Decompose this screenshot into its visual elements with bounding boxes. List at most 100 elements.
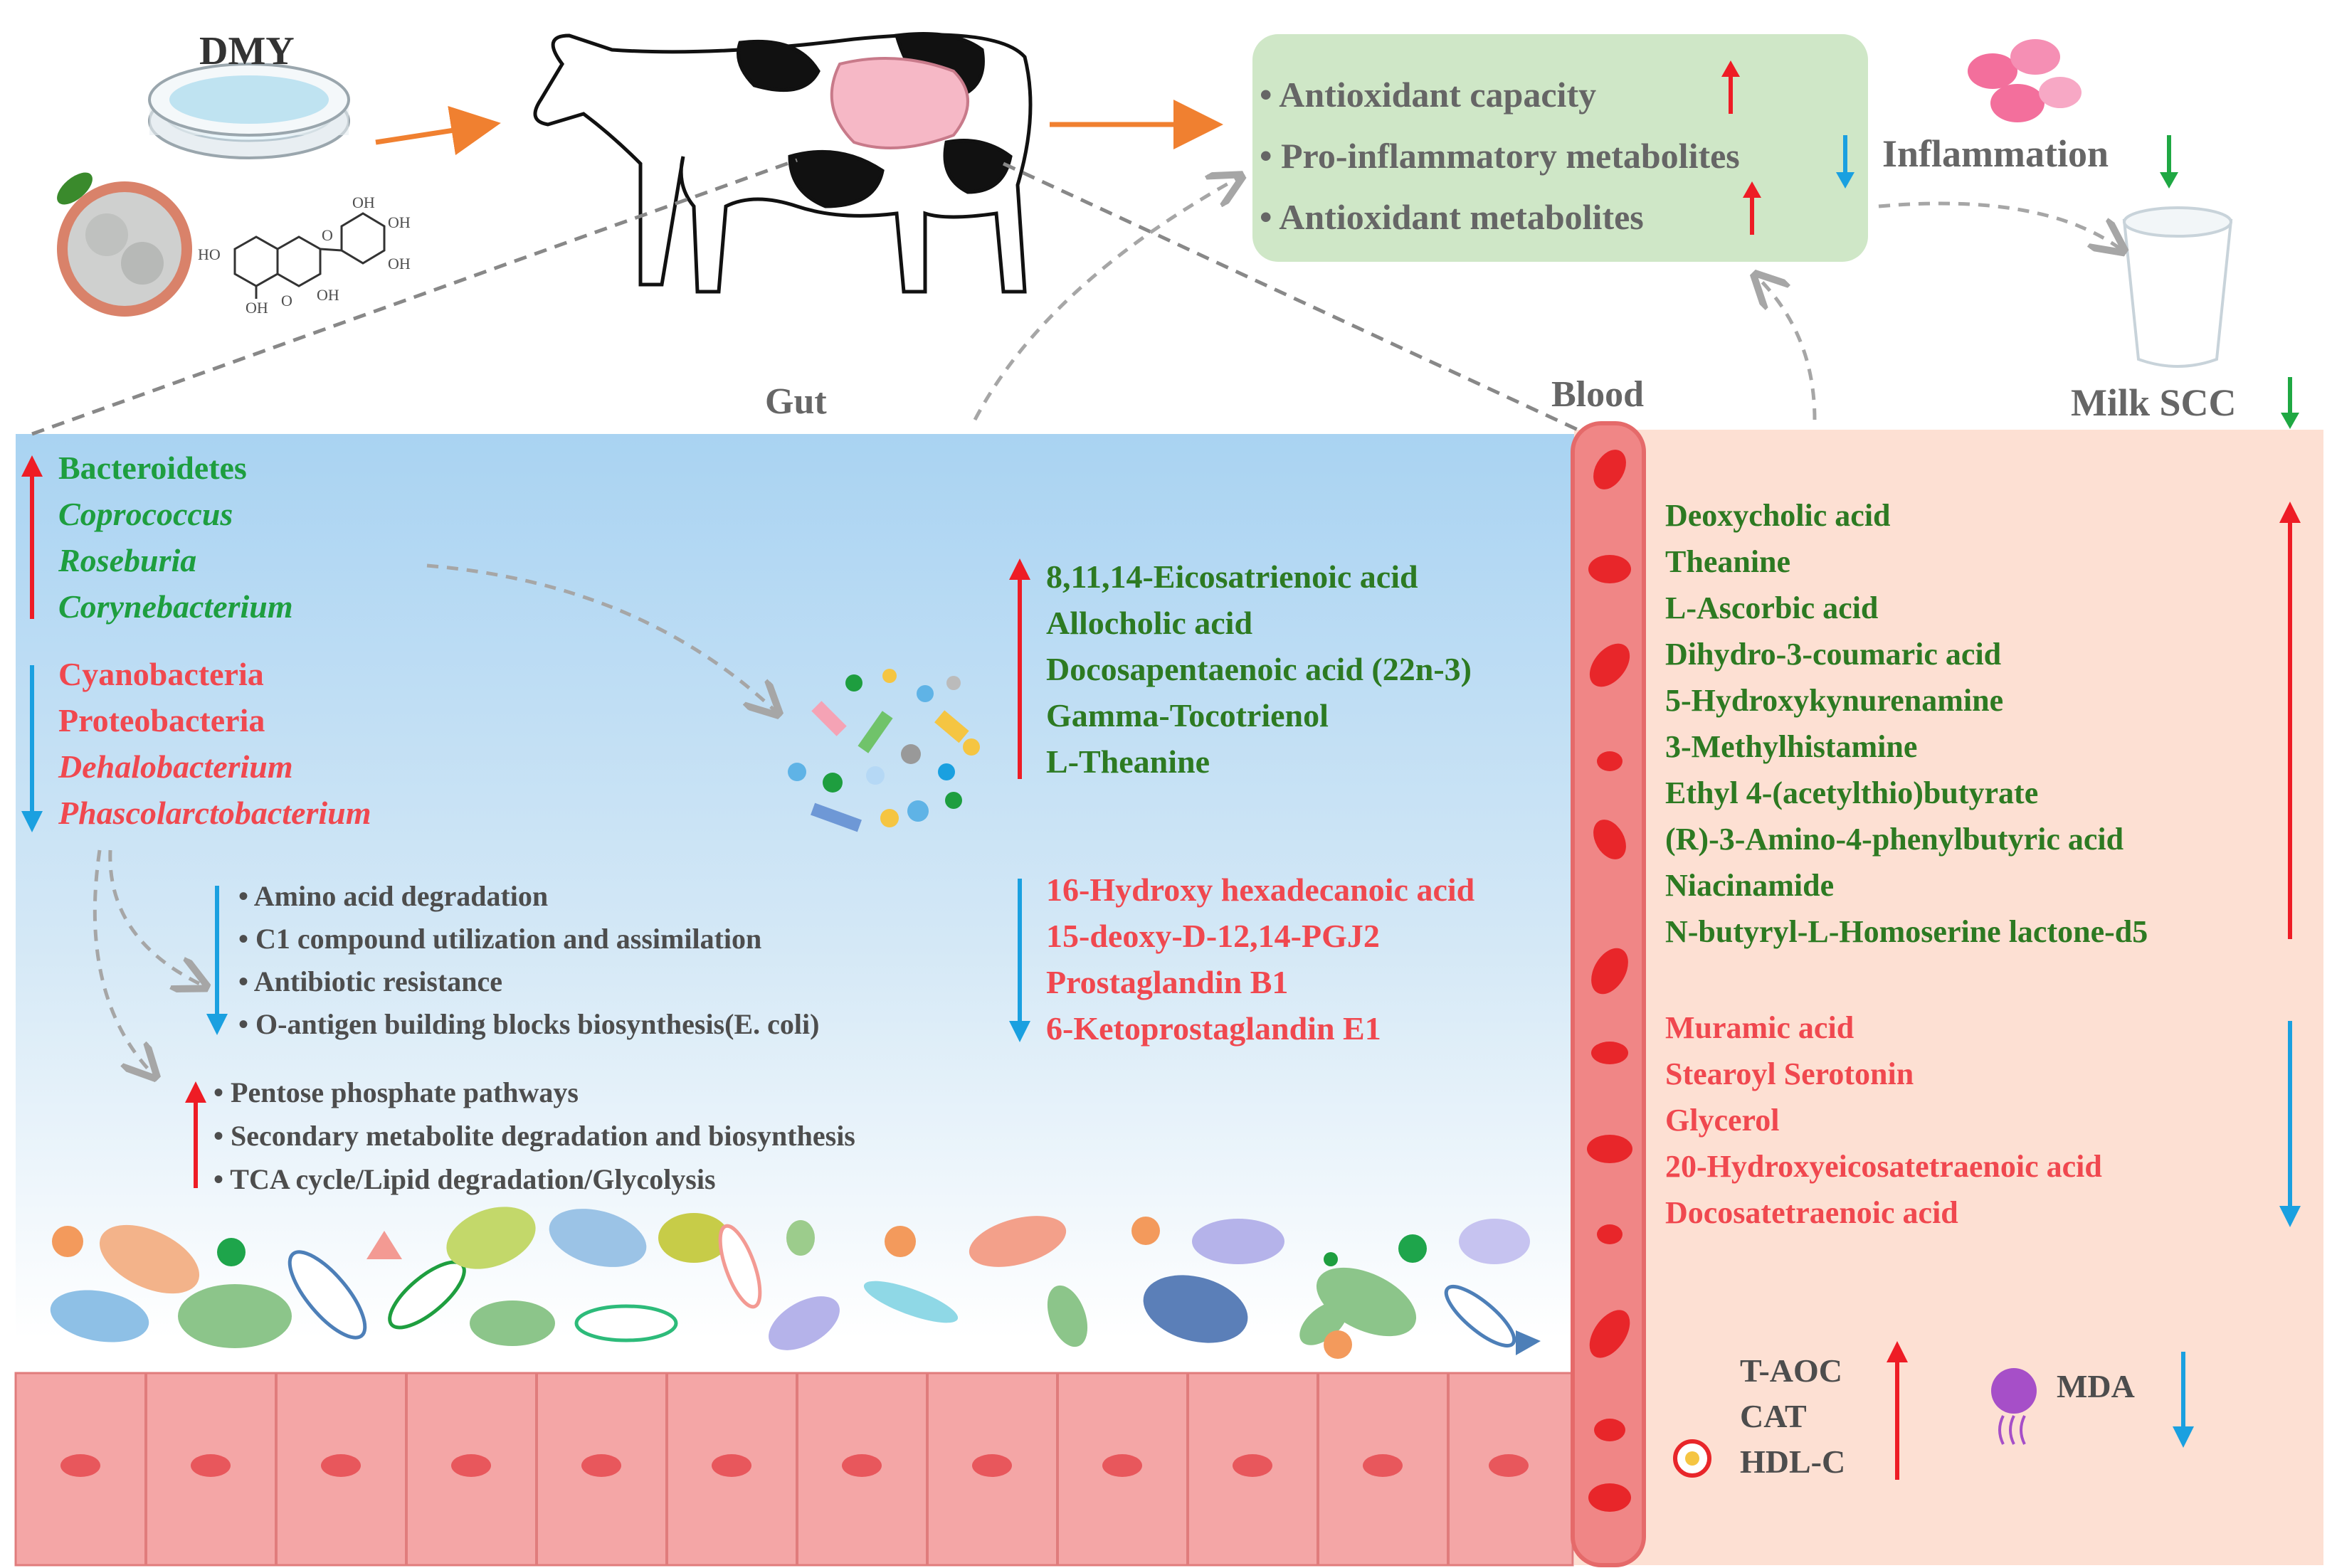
- milk-glass-icon: [2122, 206, 2233, 368]
- mda-label: MDA: [2057, 1368, 2135, 1404]
- dashed-connectors: [31, 158, 1588, 436]
- cow-icon: [533, 32, 1033, 294]
- arrow-pathways-down: [206, 886, 228, 1035]
- gut-metabolite-up-item: L-Theanine: [1046, 743, 1210, 780]
- arrow-blood-metabolites-down: [2279, 1021, 2301, 1227]
- blood-metabolite-down-item: Muramic acid: [1665, 1010, 1854, 1045]
- lipoprotein-icon: [1673, 1439, 1711, 1478]
- gut-metabolite-down-item: 15-deoxy-D-12,14-PGJ2: [1046, 918, 1380, 954]
- gut-metabolite-up-item: Allocholic acid: [1046, 605, 1253, 641]
- summary-item: Antioxidant metabolites: [1260, 186, 1740, 248]
- blood-metabolite-up-item: Niacinamide: [1665, 868, 1835, 903]
- inflammation-label: Inflammation: [1882, 132, 2109, 175]
- molecule-label: OH: [388, 213, 411, 231]
- bacteria-down-item: Proteobacteria: [58, 702, 265, 738]
- bacteria-down-item: Dehalobacterium: [58, 748, 293, 785]
- bacteria-down-item: Cyanobacteria: [58, 656, 264, 692]
- gut-metabolite-down-item: 6-Ketoprostaglandin E1: [1046, 1010, 1381, 1047]
- pathway-down-item: O-antigen building blocks biosynthesis(E…: [238, 1003, 819, 1046]
- gut-metabolite-up-item: Gamma-Tocotrienol: [1046, 697, 1329, 733]
- dashed-arrows: [93, 178, 2121, 1074]
- molecule-label: OH: [317, 286, 339, 304]
- flow-arrow-dmy: [375, 105, 501, 156]
- red-blood-cells-icon: [1587, 450, 1632, 1512]
- pathways-down-list: Amino acid degradation C1 compound utili…: [238, 875, 820, 1046]
- herb-bowl-icon: [57, 172, 192, 317]
- blood-markers-up-list: T-AOC CAT HDL-C: [1740, 1348, 1845, 1485]
- pathway-up-item: Pentose phosphate pathways: [213, 1071, 855, 1114]
- bacteria-up-item: Corynebacterium: [58, 588, 293, 625]
- blood-marker-up-item: T-AOC: [1740, 1352, 1842, 1389]
- microbiota-icon: [50, 1207, 1541, 1359]
- arrow-pathways-up: [185, 1081, 206, 1188]
- blood-metabolite-down-item: Docosatetraenoic acid: [1665, 1195, 1958, 1230]
- metabolite-particles-icon: [788, 669, 980, 832]
- arrow-antioxidant-metabolites-up: [1743, 181, 1761, 235]
- gut-metabolites-down-list: 16-Hydroxy hexadecanoic acid 15-deoxy-D-…: [1046, 867, 1474, 1051]
- arrow-blood-metabolites-up: [2279, 502, 2301, 939]
- blood-metabolite-up-item: Theanine: [1665, 544, 1791, 579]
- arrow-bacteria-up: [21, 455, 43, 619]
- blood-metabolite-up-item: 3-Methylhistamine: [1665, 729, 1918, 764]
- gut-metabolites-up-list: 8,11,14-Eicosatrienoic acid Allocholic a…: [1046, 553, 1472, 785]
- dmy-dish-icon: [148, 63, 350, 159]
- pathway-down-item: Antibiotic resistance: [238, 960, 819, 1003]
- molecule-structure-icon: [233, 212, 386, 299]
- gut-metabolite-up-item: 8,11,14-Eicosatrienoic acid: [1046, 558, 1418, 595]
- blood-metabolite-up-item: Dihydro-3-coumaric acid: [1665, 637, 2002, 672]
- blood-metabolite-up-item: 5-Hydroxykynurenamine: [1665, 683, 2004, 718]
- molecule-label: OH: [352, 194, 375, 211]
- gut-metabolite-up-item: Docosapentaenoic acid (22n-3): [1046, 651, 1472, 687]
- blood-marker-up-item: HDL-C: [1740, 1443, 1846, 1480]
- blood-metabolite-up-item: N-butyryl-L-Homoserine lactone-d5: [1665, 914, 2148, 949]
- molecule-label: OH: [246, 299, 268, 317]
- intestinal-epithelium: [14, 1372, 1574, 1567]
- blood-metabolites-up-list: Deoxycholic acid Theanine L-Ascorbic aci…: [1665, 492, 2148, 955]
- arrow-proinflammatory-down: [1836, 135, 1854, 189]
- bacteria-up-list: Bacteroidetes Coprococcus Roseburia Cory…: [58, 445, 293, 630]
- blood-metabolite-up-item: (R)-3-Amino-4-phenylbutyric acid: [1665, 822, 2124, 857]
- arrow-markers-up: [1887, 1341, 1908, 1480]
- arrow-bacteria-down: [21, 665, 43, 832]
- pathways-up-list: Pentose phosphate pathways Secondary met…: [213, 1071, 855, 1201]
- molecule-label: OH: [388, 255, 411, 272]
- blood-vessel: [1571, 421, 1646, 1567]
- gut-label: Gut: [765, 381, 827, 422]
- dmy-label: DMY: [199, 29, 295, 73]
- blood-metabolite-up-item: Ethyl 4-(acetylthio)butyrate: [1665, 775, 2039, 810]
- blood-metabolite-up-item: L-Ascorbic acid: [1665, 590, 1879, 625]
- arrow-gut-metabolites-down: [1009, 879, 1030, 1042]
- gut-metabolite-down-item: 16-Hydroxy hexadecanoic acid: [1046, 872, 1475, 908]
- blood-panel: [1574, 430, 2323, 1565]
- blood-metabolites-down-list: Muramic acid Stearoyl Serotonin Glycerol…: [1665, 1005, 2102, 1236]
- pathway-down-item: Amino acid degradation: [238, 875, 819, 918]
- blood-metabolite-down-item: Glycerol: [1665, 1103, 1780, 1138]
- pathway-up-item: TCA cycle/Lipid degradation/Glycolysis: [213, 1158, 855, 1201]
- mda-molecule-icon: [1991, 1368, 2037, 1445]
- summary-item: Antioxidant capacity: [1260, 64, 1740, 125]
- blood-metabolite-up-item: Deoxycholic acid: [1665, 498, 1891, 533]
- bacteria-up-item: Coprococcus: [58, 496, 233, 532]
- arrow-mda-down: [2173, 1352, 2194, 1448]
- arrow-inflammation-down: [2160, 135, 2178, 189]
- summary-list: Antioxidant capacity Pro-inflammatory me…: [1260, 64, 1740, 248]
- bacteria-up-item: Bacteroidetes: [58, 450, 247, 486]
- blood-label: Blood: [1551, 374, 1645, 415]
- bacteria-down-item: Phascolarctobacterium: [58, 795, 371, 831]
- blood-marker-up-item: CAT: [1740, 1398, 1807, 1434]
- bacteria-up-item: Roseburia: [58, 542, 197, 578]
- molecule-label: HO: [198, 245, 221, 263]
- summary-item: Pro-inflammatory metabolites: [1260, 125, 1740, 186]
- molecule-label: O: [322, 226, 333, 244]
- blood-metabolite-down-item: 20-Hydroxyeicosatetraenoic acid: [1665, 1149, 2102, 1184]
- gut-metabolite-down-item: Prostaglandin B1: [1046, 964, 1289, 1000]
- milk-scc-label: Milk SCC: [2071, 381, 2237, 424]
- molecule-label: O: [281, 292, 292, 309]
- pathway-up-item: Secondary metabolite degradation and bio…: [213, 1114, 855, 1158]
- arrow-milk-scc-down: [2281, 377, 2299, 429]
- pathway-down-item: C1 compound utilization and assimilation: [238, 918, 819, 960]
- arrow-gut-metabolites-up: [1009, 558, 1030, 779]
- pills-icon: [1968, 39, 2082, 122]
- bacteria-down-list: Cyanobacteria Proteobacteria Dehalobacte…: [58, 651, 371, 836]
